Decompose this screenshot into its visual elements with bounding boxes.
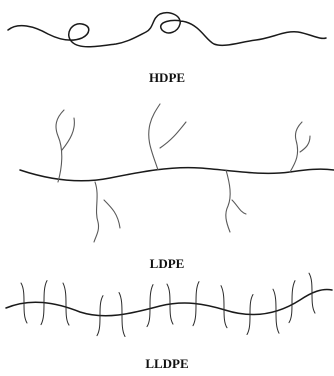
- lldpe-panel: LLDPE: [6, 273, 332, 371]
- ldpe-branch: [300, 136, 310, 152]
- ldpe-branch: [290, 122, 302, 172]
- hdpe-chain: [8, 13, 326, 47]
- ldpe-branch: [62, 118, 74, 150]
- ldpe-panel: LDPE: [20, 104, 334, 271]
- lldpe-branch: [147, 285, 153, 327]
- lldpe-branch: [63, 283, 69, 325]
- ldpe-branch: [160, 122, 186, 148]
- lldpe-branch: [221, 286, 227, 328]
- ldpe-label: LDPE: [150, 256, 185, 271]
- ldpe-branch: [56, 110, 64, 182]
- ldpe-branch: [94, 182, 99, 242]
- ldpe-main-chain: [20, 168, 334, 181]
- ldpe-branch: [104, 200, 120, 228]
- ldpe-branch: [232, 200, 246, 214]
- ldpe-branch: [149, 104, 160, 170]
- lldpe-branch: [289, 281, 295, 323]
- lldpe-label: LLDPE: [145, 356, 188, 371]
- hdpe-panel: HDPE: [8, 13, 326, 85]
- ldpe-branch: [226, 170, 230, 232]
- hdpe-label: HDPE: [149, 70, 185, 85]
